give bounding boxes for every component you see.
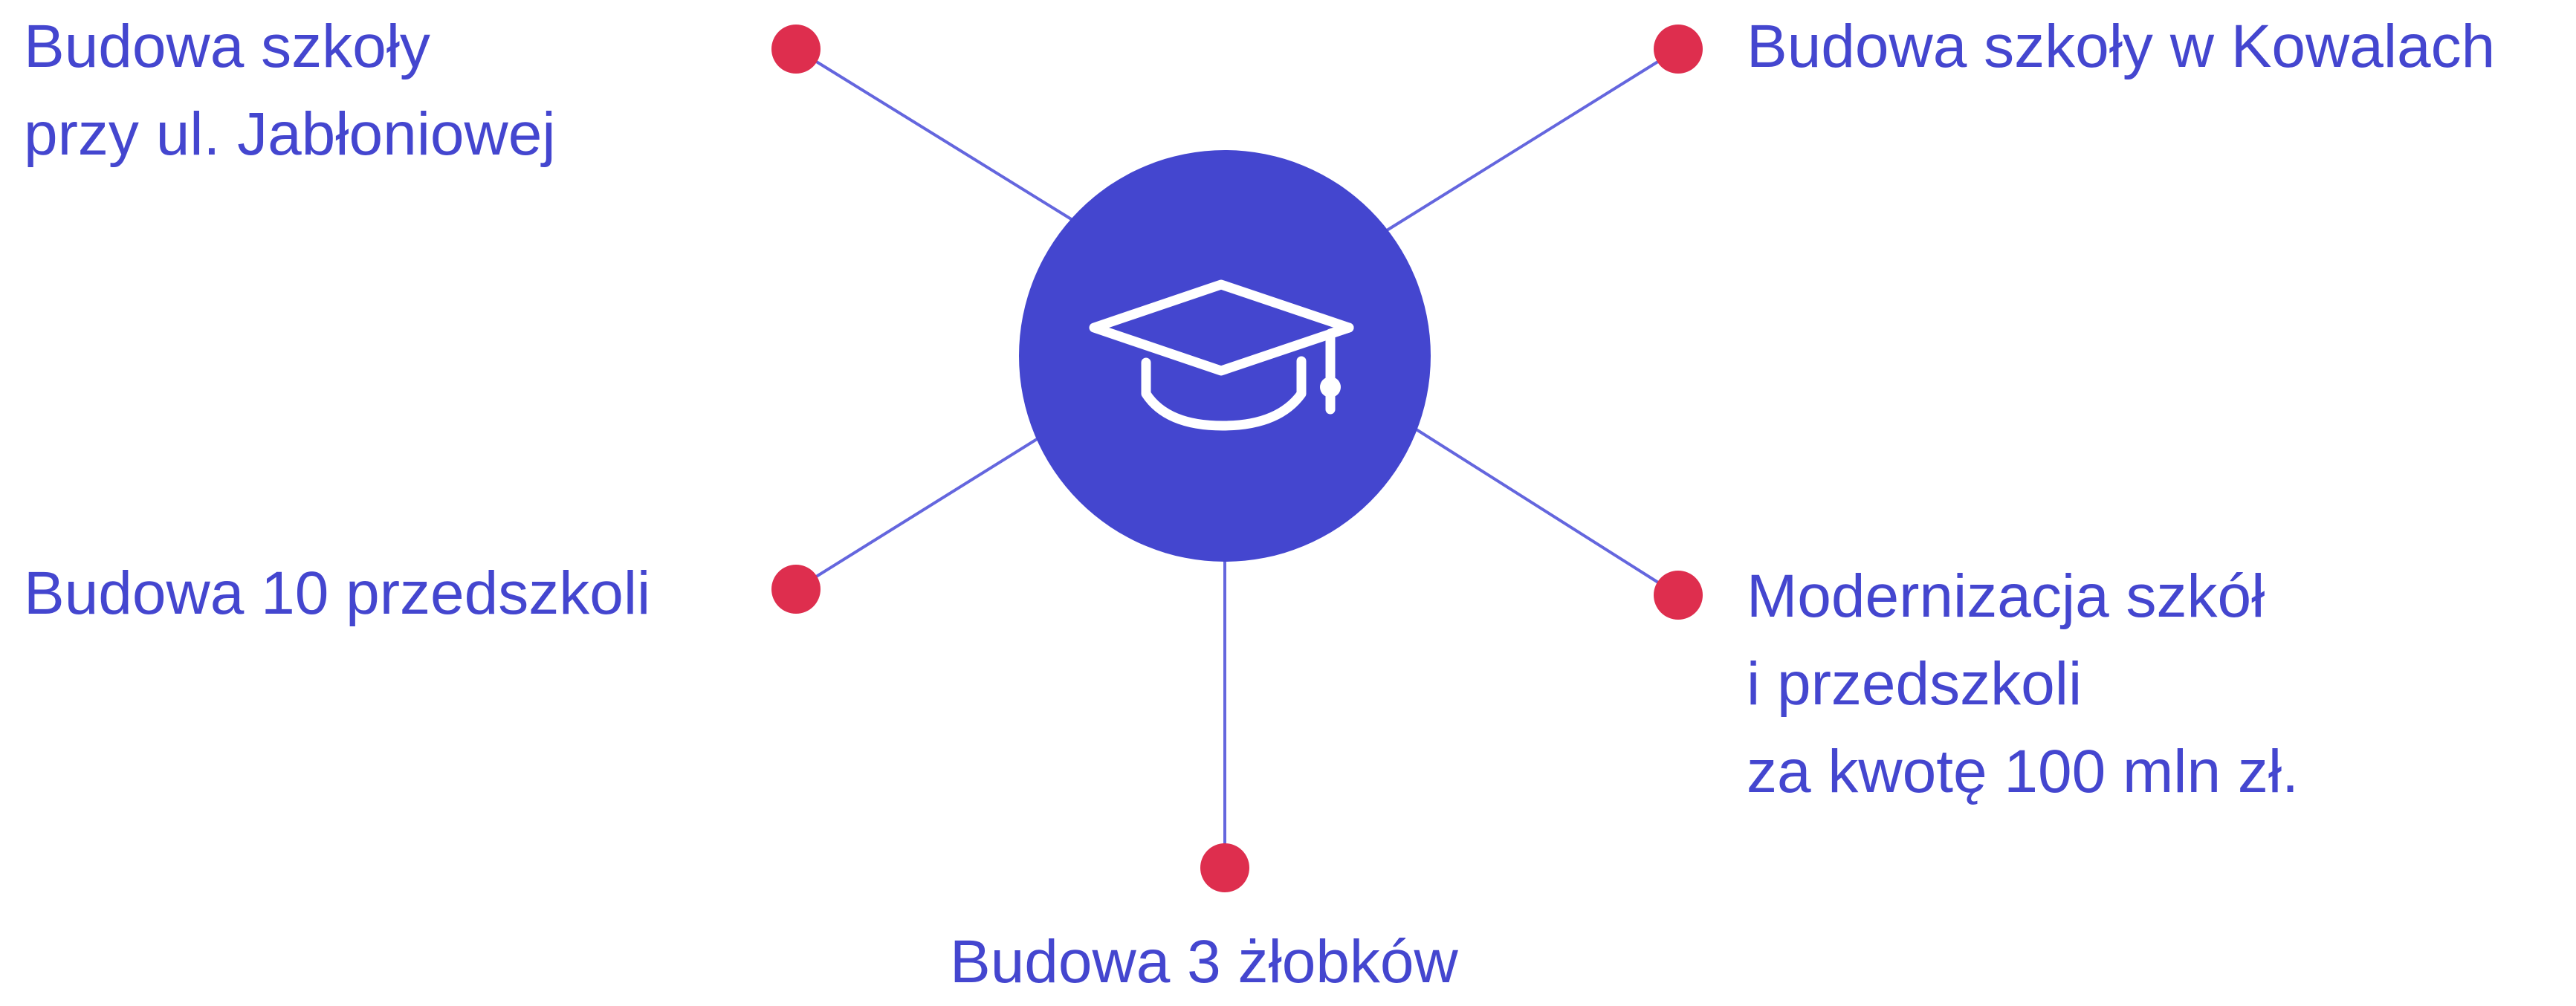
graduation-cap-icon <box>1089 279 1354 431</box>
label-line: Budowa szkoły <box>24 13 430 80</box>
label-line: za kwotę 100 mln zł. <box>1747 738 2299 805</box>
label-nurseries: Budowa 3 żłobków <box>950 918 1458 1006</box>
label-line: Budowa 3 żłobków <box>950 928 1458 996</box>
label-line: Budowa szkoły w Kowalach <box>1747 13 2496 80</box>
connector-top-right <box>1385 48 1680 232</box>
dot-middle-right <box>1654 571 1703 620</box>
hub-circle <box>1019 150 1431 562</box>
label-kindergartens: Budowa 10 przedszkoli <box>24 550 650 637</box>
label-school-jabloniowa: Budowa szkoły przy ul. Jabłoniowej <box>24 3 556 178</box>
dot-top-left <box>771 25 821 74</box>
label-line: i przedszkoli <box>1747 650 2083 718</box>
label-line: Budowa 10 przedszkoli <box>24 559 651 627</box>
connector-middle-left <box>795 435 1042 591</box>
label-school-kowale: Budowa szkoły w Kowalach <box>1747 3 2495 91</box>
label-line: przy ul. Jabłoniowej <box>24 100 556 168</box>
label-line: Modernizacja szkół <box>1747 562 2265 630</box>
connector-top-left <box>795 48 1074 221</box>
label-modernization: Modernizacja szkół i przedszkoli za kwot… <box>1747 553 2299 816</box>
dot-middle-left <box>771 565 821 614</box>
dot-top-right <box>1654 25 1703 74</box>
dot-bottom <box>1200 843 1249 892</box>
connector-middle-right <box>1414 427 1680 597</box>
